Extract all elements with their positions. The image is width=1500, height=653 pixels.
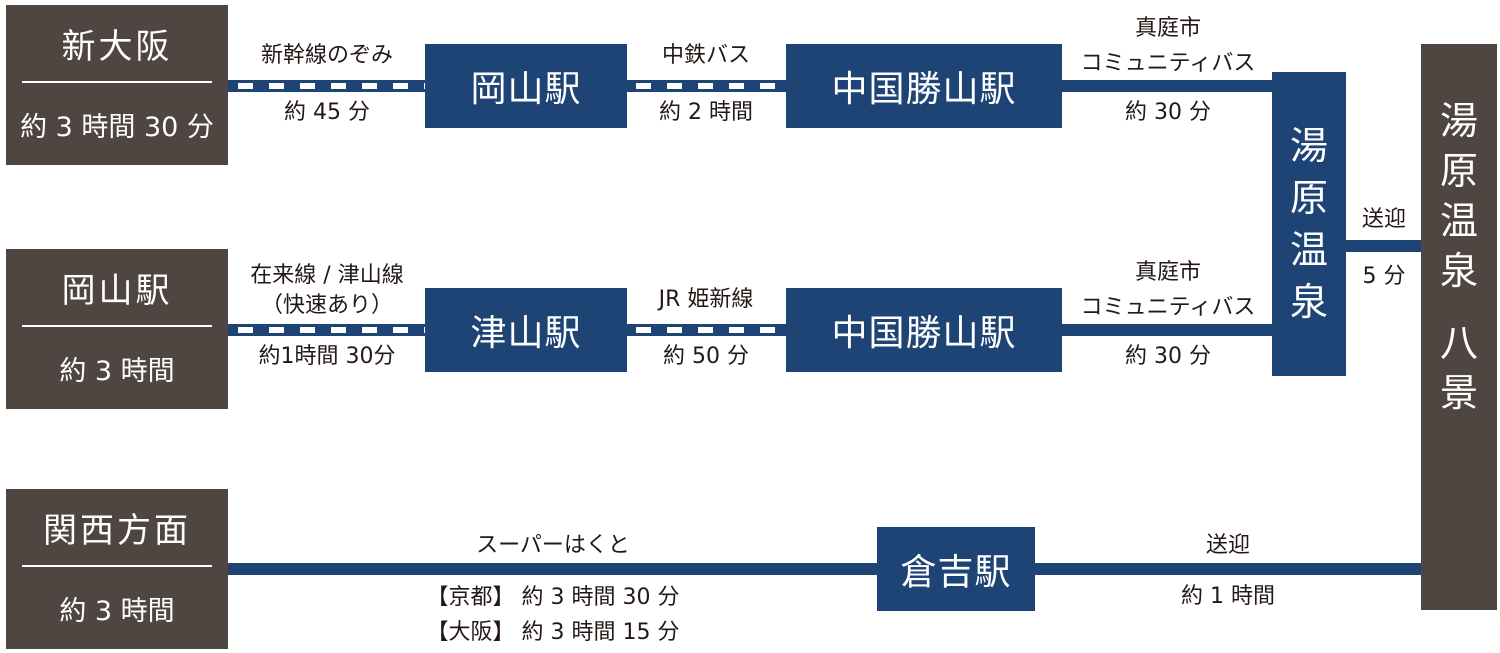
station-chugoku-katsuyama-1: 中国勝山駅 [786, 44, 1062, 128]
dest-char: 八 [1439, 321, 1478, 365]
dest-char: 景 [1439, 371, 1478, 415]
row1-seg3-bottom-label: 約 30 分 [1125, 100, 1211, 125]
origin-divider [22, 565, 212, 567]
row2-seg1-bottom-label: 約1時間 30分 [258, 344, 396, 369]
row1-seg1-top-label: 新幹線のぞみ [260, 43, 393, 68]
row2-seg3-top-label-1: 真庭市 [1134, 260, 1201, 285]
row3-seg2-top-label: 送迎 [1205, 533, 1250, 558]
row1-community-bus-line [1062, 80, 1274, 92]
row1-bus-line [626, 80, 786, 92]
row1-shinkansen-line [228, 80, 426, 92]
row3-seg1-bottom-label-2: 【大阪】 約 3 時間 15 分 [426, 620, 680, 645]
row2-seg1-top-label-2: （快速あり） [260, 293, 393, 318]
origin-name: 岡山駅 [61, 270, 173, 311]
row2-seg2-top-label: JR 姫新線 [658, 287, 754, 312]
origin-time: 約 3 時間 [59, 595, 175, 627]
onsen-char: 原 [1289, 176, 1328, 220]
origin-divider [22, 325, 212, 327]
station-chugoku-katsuyama-2: 中国勝山駅 [786, 288, 1062, 372]
station-tsuyama: 津山駅 [425, 288, 627, 372]
dest-char: 湯 [1439, 99, 1478, 143]
transfer-bottom-label: 5 分 [1362, 264, 1406, 289]
row3-seg2-bottom-label: 約 1 時間 [1181, 584, 1275, 609]
dest-char: 温 [1439, 199, 1478, 243]
row2-community-bus-line [1062, 324, 1274, 336]
row3-seg1-top-label: スーパーはくと [476, 533, 630, 558]
onsen-char: 泉 [1289, 280, 1328, 324]
origin-name: 関西方面 [43, 510, 191, 551]
row1-seg2-top-label: 中鉄バス [661, 43, 750, 68]
dest-char: 泉 [1439, 249, 1478, 293]
row2-seg3-bottom-label: 約 30 分 [1125, 344, 1211, 369]
origin-divider [22, 81, 212, 83]
row2-kishin-line [626, 324, 786, 336]
onsen-char: 温 [1289, 228, 1328, 272]
row2-seg3-top-label-2: コミュニティバス [1080, 295, 1256, 320]
station-kurayoshi: 倉吉駅 [877, 527, 1035, 611]
row1-seg2-bottom-label: 約 2 時間 [659, 100, 753, 125]
onsen-char: 湯 [1289, 124, 1328, 168]
transfer-line [1346, 240, 1422, 252]
destination-yubara-onsen-hakkei: 湯 原 温 泉 八 景 [1421, 44, 1497, 610]
row2-seg2-bottom-label: 約 50 分 [663, 344, 749, 369]
station-yubara-onsen: 湯 原 温 泉 [1272, 72, 1346, 376]
row1-seg1-bottom-label: 約 45 分 [284, 100, 370, 125]
station-okayama: 岡山駅 [425, 44, 627, 128]
row3-seg1-bottom-label-1: 【京都】 約 3 時間 30 分 [426, 585, 680, 610]
row2-tsuyama-line [228, 324, 426, 336]
row3-pickup-line [1034, 563, 1422, 575]
row1-seg3-top-label-2: コミュニティバス [1080, 51, 1256, 76]
origin-time: 約 3 時間 [59, 355, 175, 387]
origin-time: 約 3 時間 30 分 [20, 111, 214, 143]
origin-kansai: 関西方面 約 3 時間 [6, 489, 228, 649]
origin-okayama: 岡山駅 約 3 時間 [6, 249, 228, 409]
origin-name: 新大阪 [61, 26, 173, 67]
row2-seg1-top-label-1: 在来線 / 津山線 [250, 263, 404, 288]
row1-seg3-top-label-1: 真庭市 [1134, 16, 1201, 41]
dest-char: 原 [1439, 149, 1478, 193]
row3-hakuto-line [228, 563, 878, 575]
transfer-top-label: 送迎 [1361, 207, 1406, 232]
origin-shin-osaka: 新大阪 約 3 時間 30 分 [6, 5, 228, 165]
